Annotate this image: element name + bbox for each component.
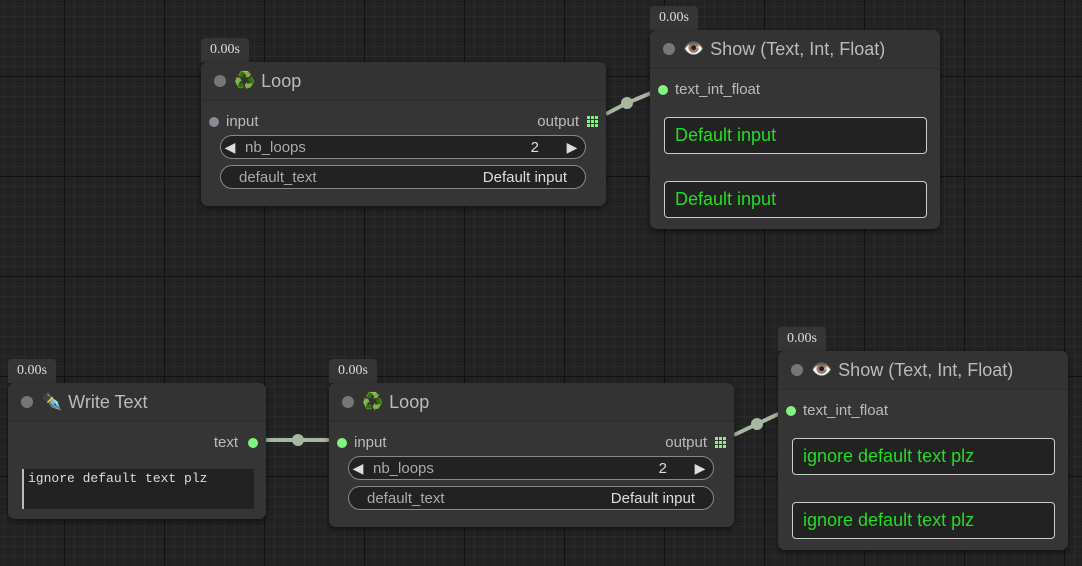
loop-node[interactable]: ♻️ Loop input output ◀ nb_loops 2 ▶ defa… [201,62,606,206]
node-title: Show (Text, Int, Float) [838,359,1014,380]
output-slot[interactable]: output [537,113,598,130]
input-slot-label: input [354,434,387,451]
output-slot-label: output [665,434,707,451]
increment-arrow-icon[interactable]: ▶ [566,138,578,155]
execution-time-badge: 0.00s [8,359,56,383]
widget-value: 2 [658,459,667,477]
default-text-widget[interactable]: default_text Default input [348,486,714,510]
widget-value: 2 [530,138,539,156]
output-text-box[interactable]: ignore default text plz [792,502,1055,539]
link-midpoint [621,97,633,109]
node-title-bar[interactable]: 👁️ Show (Text, Int, Float) [778,351,1068,390]
output-slot[interactable]: output [665,434,726,451]
write-text-node[interactable]: ✒️ Write Text text ignore default text p… [8,383,266,519]
input-slot-label: text_int_float [675,81,761,98]
node-title: Loop [389,391,430,412]
node-title-bar[interactable]: ♻️ Loop [201,62,606,101]
output-slot[interactable]: text [214,434,258,451]
output-text-box[interactable]: ignore default text plz [792,438,1055,475]
loop-node[interactable]: ♻️ Loop input output ◀ nb_loops 2 ▶ defa… [329,383,734,527]
pen-icon: ✒️ [41,392,63,411]
collapse-toggle[interactable] [663,43,675,55]
input-connector-dot[interactable] [786,405,796,416]
input-connector-dot[interactable] [658,84,668,95]
link-midpoint [292,434,304,446]
collapse-toggle[interactable] [214,75,226,87]
default-text-widget[interactable]: default_text Default input [220,165,586,189]
widget-label: default_text [239,168,317,186]
link-midpoint [751,418,763,430]
eye-icon: 👁️ [811,360,833,379]
node-title: Loop [261,70,302,91]
widget-value: Default input [482,168,567,186]
node-title-bar[interactable]: ♻️ Loop [329,383,734,422]
show-node[interactable]: 👁️ Show (Text, Int, Float) text_int_floa… [650,30,940,229]
input-slot[interactable]: text_int_float [658,81,760,98]
widget-value: Default input [610,489,695,507]
output-text-box[interactable]: Default input [664,181,927,218]
execution-time-badge: 0.00s [778,327,826,351]
execution-time-badge: 0.00s [650,6,698,30]
recycle-icon: ♻️ [234,71,256,90]
collapse-toggle[interactable] [791,364,803,376]
node-title-bar[interactable]: ✒️ Write Text [8,383,266,422]
eye-icon: 👁️ [683,39,705,58]
list-output-icon[interactable] [715,437,726,448]
list-output-icon[interactable] [587,116,598,127]
input-slot[interactable]: input [337,434,387,451]
widget-label: nb_loops [245,138,306,156]
text-input-area[interactable]: ignore default text plz [22,469,254,509]
nb-loops-widget[interactable]: ◀ nb_loops 2 ▶ [348,456,714,480]
output-slot-label: text [213,434,238,451]
execution-time-badge: 0.00s [329,359,377,383]
widget-label: default_text [367,489,445,507]
widget-label: nb_loops [373,459,434,477]
input-slot[interactable]: text_int_float [786,402,888,419]
input-slot-label: input [226,113,259,130]
show-node[interactable]: 👁️ Show (Text, Int, Float) text_int_floa… [778,351,1068,550]
input-connector-dot[interactable] [337,437,347,448]
execution-time-badge: 0.00s [201,38,249,62]
nb-loops-widget[interactable]: ◀ nb_loops 2 ▶ [220,135,586,159]
output-connector-dot[interactable] [248,437,258,448]
decrement-arrow-icon[interactable]: ◀ [224,138,236,155]
increment-arrow-icon[interactable]: ▶ [694,459,706,476]
decrement-arrow-icon[interactable]: ◀ [352,459,364,476]
collapse-toggle[interactable] [342,396,354,408]
input-slot[interactable]: input [209,113,259,130]
collapse-toggle[interactable] [21,396,33,408]
input-slot-label: text_int_float [803,402,889,419]
output-slot-label: output [537,113,579,130]
output-text-box[interactable]: Default input [664,117,927,154]
node-title-bar[interactable]: 👁️ Show (Text, Int, Float) [650,30,940,69]
node-title: Show (Text, Int, Float) [710,38,886,59]
input-connector-dot[interactable] [209,116,219,127]
node-title: Write Text [68,391,148,412]
recycle-icon: ♻️ [362,392,384,411]
